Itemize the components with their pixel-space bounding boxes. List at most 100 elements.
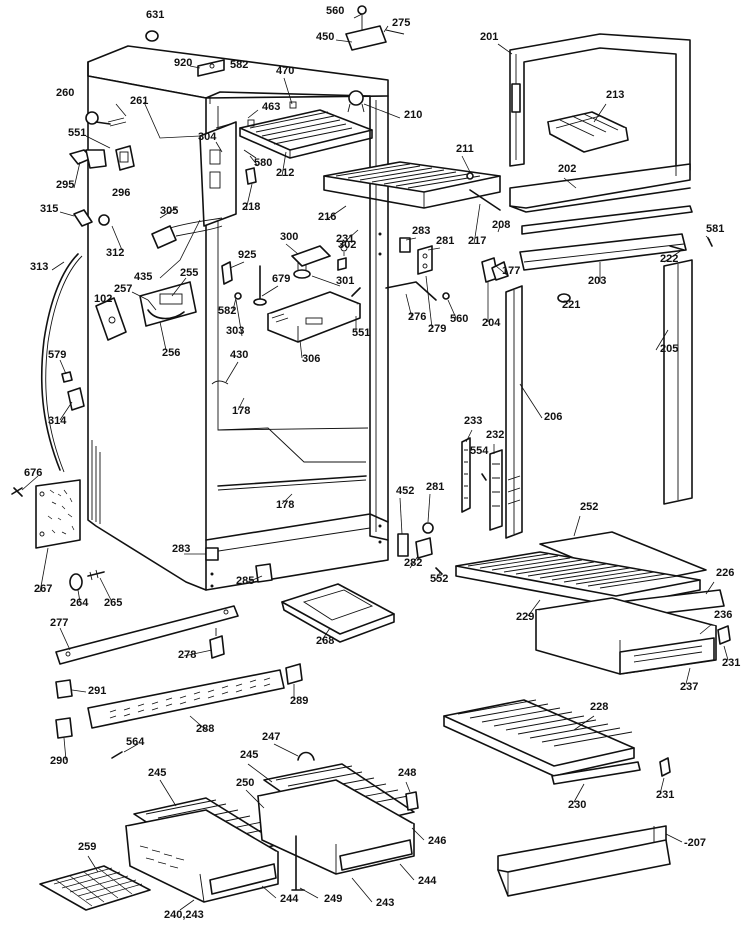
part-number-label: 306 bbox=[302, 353, 320, 365]
fan-motor bbox=[347, 90, 365, 113]
crisper-drawer bbox=[535, 589, 731, 675]
part-number-label: 552 bbox=[430, 573, 448, 585]
door-shelf bbox=[509, 160, 691, 213]
part-number-label: 247 bbox=[262, 731, 280, 743]
part-number-label: 679 bbox=[272, 273, 290, 285]
part-number-label: 233 bbox=[464, 415, 482, 427]
charcoal-filter bbox=[39, 865, 151, 911]
screw bbox=[669, 245, 685, 251]
part-number-label: 245 bbox=[240, 749, 258, 761]
part-number-label: 231 bbox=[722, 657, 740, 669]
part-number-label: 305 bbox=[160, 205, 178, 217]
cover-plate bbox=[95, 297, 127, 341]
part-number-label: 289 bbox=[290, 695, 308, 707]
part-number-label: 228 bbox=[590, 701, 608, 713]
part-number-label: 560 bbox=[326, 5, 344, 17]
part-number-label: 211 bbox=[456, 143, 474, 155]
part-number-label: 208 bbox=[492, 219, 510, 231]
part-number-label: 925 bbox=[238, 249, 256, 261]
meat-tray bbox=[281, 583, 395, 643]
screw-head bbox=[466, 172, 474, 180]
part-number-label: 231 bbox=[656, 789, 674, 801]
end-cap bbox=[55, 717, 73, 739]
part-number-label: 631 bbox=[146, 9, 164, 21]
part-number-label: 204 bbox=[482, 317, 501, 329]
part-number-label: 314 bbox=[48, 415, 67, 427]
bracket bbox=[255, 563, 273, 583]
part-number-label: 920 bbox=[174, 57, 192, 69]
part-number-label: 281 bbox=[426, 481, 444, 493]
thermostat-knob-parts bbox=[69, 111, 135, 227]
part-number-label: 257 bbox=[114, 283, 132, 295]
button bbox=[557, 293, 571, 303]
part-number-label: 202 bbox=[558, 163, 576, 175]
part-number-label: 276 bbox=[408, 311, 426, 323]
part-number-label: 283 bbox=[412, 225, 430, 237]
base-rail bbox=[55, 605, 239, 665]
part-number-label: 244 bbox=[280, 893, 299, 905]
part-number-label: 581 bbox=[706, 223, 724, 235]
door-bin bbox=[497, 825, 671, 897]
part-number-label: 249 bbox=[324, 893, 342, 905]
part-number-label: 278 bbox=[178, 649, 196, 661]
top-hinge bbox=[145, 5, 405, 77]
lower-shelf bbox=[443, 699, 671, 785]
part-number-label: 221 bbox=[562, 299, 580, 311]
fresh-food-shelf bbox=[455, 531, 707, 607]
clip bbox=[245, 167, 257, 185]
part-number-label: 245 bbox=[148, 767, 166, 779]
pan-stop bbox=[405, 791, 419, 811]
toggle-switch bbox=[209, 635, 225, 659]
part-number-label: 303 bbox=[226, 325, 244, 337]
vertical-rail bbox=[505, 285, 523, 539]
part-number-label: 212 bbox=[276, 167, 294, 179]
part-number-label: 283 bbox=[172, 543, 190, 555]
part-number-label: 178 bbox=[276, 499, 294, 511]
small-clip bbox=[61, 371, 73, 383]
part-number-label: 260 bbox=[56, 87, 74, 99]
part-number-label: 250 bbox=[236, 777, 254, 789]
leveling-leg bbox=[69, 569, 105, 591]
part-number-label: -207 bbox=[684, 837, 706, 849]
part-number-label: 300 bbox=[280, 231, 298, 243]
vegetable-pan-right bbox=[257, 763, 415, 875]
part-number-label: 470 bbox=[276, 65, 294, 77]
part-number-label: 582 bbox=[218, 305, 236, 317]
part-number-label: 288 bbox=[196, 723, 214, 735]
part-number-label: 240,243 bbox=[164, 909, 204, 921]
part-number-label: 551 bbox=[352, 327, 370, 339]
mullion-bar bbox=[519, 233, 687, 271]
part-number-label: 216 bbox=[318, 211, 336, 223]
grille-clip bbox=[285, 663, 303, 685]
part-number-label: 676 bbox=[24, 467, 42, 479]
part-number-label: 296 bbox=[112, 187, 130, 199]
harness-connector bbox=[151, 217, 223, 249]
ice-bucket bbox=[267, 287, 361, 343]
part-number-label: 217 bbox=[468, 235, 486, 247]
part-number-label: 226 bbox=[716, 567, 734, 579]
part-number-label: 230 bbox=[568, 799, 586, 811]
part-number-label: 206 bbox=[544, 411, 562, 423]
part-number-label: 435 bbox=[134, 271, 152, 283]
part-number-label: 564 bbox=[126, 736, 145, 748]
upper-cantilever-shelf bbox=[323, 161, 501, 211]
part-number-label: 229 bbox=[516, 611, 534, 623]
fasteners bbox=[221, 261, 267, 306]
part-number-label: 246 bbox=[428, 835, 446, 847]
part-number-label: 205 bbox=[660, 343, 678, 355]
part-number-label: 582 bbox=[230, 59, 248, 71]
part-number-label: 301 bbox=[336, 275, 354, 287]
ice-maker-parts bbox=[291, 244, 348, 279]
part-number-label: 177 bbox=[502, 265, 520, 277]
trim-strip bbox=[521, 205, 693, 235]
part-number-label: 291 bbox=[88, 685, 106, 697]
control-housing bbox=[199, 121, 237, 227]
part-number-label: 178 bbox=[232, 405, 250, 417]
part-number-label: 312 bbox=[106, 247, 124, 259]
part-number-label: 256 bbox=[162, 347, 180, 359]
part-number-label: 277 bbox=[50, 617, 68, 629]
part-number-label: 295 bbox=[56, 179, 74, 191]
lower-hinge-parts bbox=[397, 522, 443, 575]
light-assembly bbox=[139, 281, 197, 327]
